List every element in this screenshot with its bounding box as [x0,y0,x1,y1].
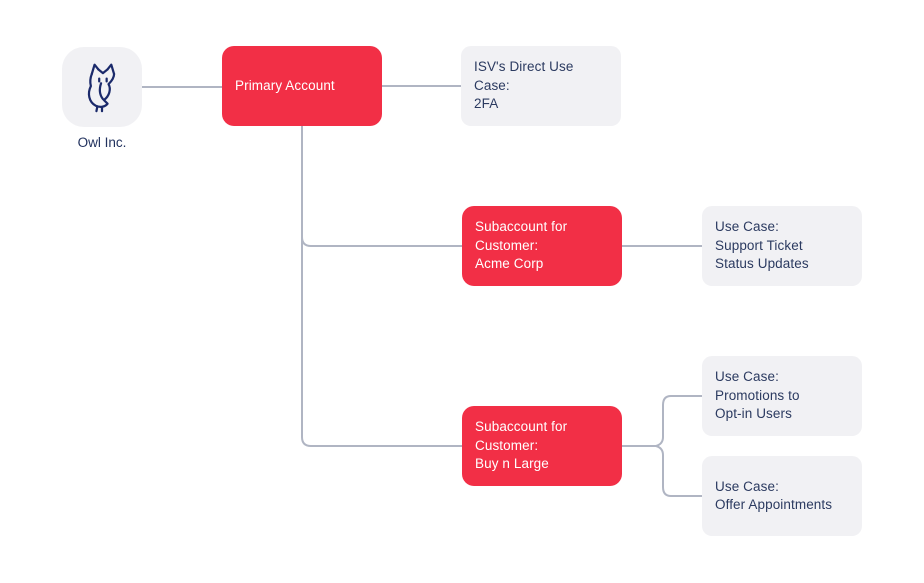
connector-buynlarge-promotions [655,395,702,447]
node-text-line: Promotions to [715,387,800,403]
node-text-line: Use Case: [715,219,779,235]
node-text-line: Buy n Large [475,456,549,472]
node-text-line: Customer: [475,437,539,453]
promotions-use-case-node: Use Case: Promotions to Opt-in Users [702,356,862,436]
owl-logo-card [62,47,142,127]
node-text-line: Offer Appointments [715,497,833,512]
primary-account-node: Primary Account [222,46,382,126]
node-text-line: Use Case: [715,478,779,494]
owl-company-label: Owl Inc. [77,135,127,150]
owl-icon [87,63,116,113]
acme-subaccount-node: Subaccount for Customer: Acme Corp [462,206,622,286]
node-text-line: Subaccount for [475,419,568,435]
node-text-line: Opt-in Users [715,406,792,422]
connector-primary-buynlarge [301,126,462,447]
node-text-line: Status Updates [715,256,809,272]
node-text-line: Support Ticket [715,237,803,253]
node-text-line: Primary Account [235,77,335,93]
node-text-line: Use Case: [715,369,779,385]
connector-buynlarge-appointments [655,445,702,497]
appointments-use-case-node: Use Case: Offer Appointments [702,456,862,536]
node-text-line: Acme Corp [475,256,544,272]
connector-primary-acme [301,236,462,247]
node-text-line: ISV's Direct Use Case: [474,59,574,93]
node-text-line: Customer: [475,237,539,253]
node-text-line: Subaccount for [475,219,568,235]
node-text-line: 2FA [474,96,499,112]
buy-n-large-subaccount-node: Subaccount for Customer: Buy n Large [462,406,622,486]
acme-use-case-node: Use Case: Support Ticket Status Updates [702,206,862,286]
isv-use-case-node: ISV's Direct Use Case: 2FA [461,46,621,126]
